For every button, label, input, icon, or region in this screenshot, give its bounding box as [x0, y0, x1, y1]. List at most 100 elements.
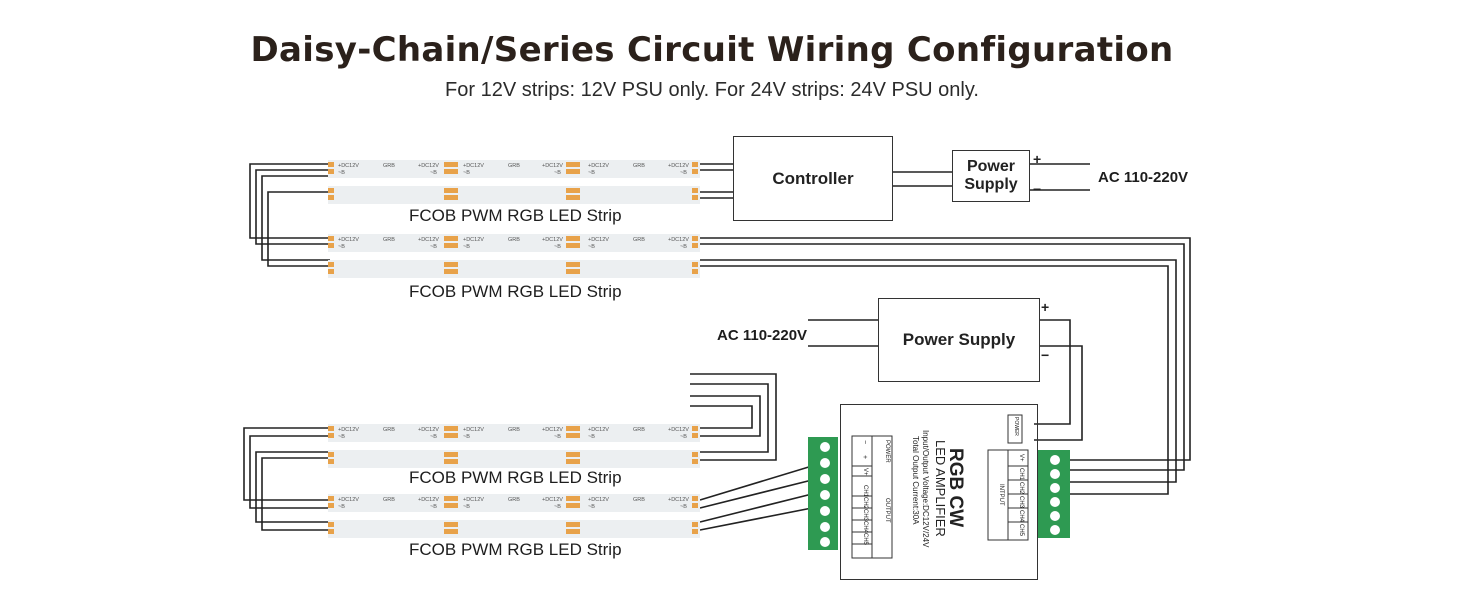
power-supply-top: Power Supply [952, 150, 1030, 202]
psu-top-plus: + [1033, 151, 1042, 167]
svg-text:+DC12V: +DC12V [542, 163, 563, 169]
input-cell-v: V+ [1018, 454, 1024, 462]
output-header: OUTPUT [884, 498, 890, 523]
rgb-cw-amplifier [840, 404, 1038, 580]
input-cell-ch5: CH5 [1018, 524, 1024, 537]
svg-text:~B: ~B [463, 504, 470, 510]
svg-text:+DC12V: +DC12V [338, 237, 359, 243]
svg-text:~B: ~B [463, 434, 470, 440]
input-cell-ch3: CH3 [1018, 496, 1024, 509]
strip-label-2: FCOB PWM RGB LED Strip [409, 282, 622, 301]
svg-text:~B: ~B [430, 244, 437, 250]
diagram-subtitle: For 12V strips: 12V PSU only. For 24V st… [445, 79, 979, 101]
svg-text:~B: ~B [463, 244, 470, 250]
svg-text:+DC12V: +DC12V [338, 427, 359, 433]
power-supply-bottom-label: Power Supply [902, 330, 1016, 349]
svg-text:~B: ~B [554, 170, 561, 176]
svg-text:+DC12V: +DC12V [668, 163, 689, 169]
psu-top-minus: − [1033, 181, 1042, 197]
power-badge: POWER [1013, 417, 1019, 436]
svg-text:~B: ~B [680, 170, 687, 176]
output-terminal-block [808, 437, 838, 550]
svg-text:~B: ~B [430, 434, 437, 440]
svg-text:+DC12V: +DC12V [463, 497, 484, 503]
output-cell-ch1: CH1 [862, 485, 868, 498]
output-cell-ch5: CH5 [862, 533, 868, 546]
output-cell-v: V+ [862, 468, 868, 476]
svg-text:+DC12V: +DC12V [338, 163, 359, 169]
amplifier-spec-current: Total Output Current:30A [911, 436, 920, 525]
svg-text:GRB: GRB [383, 237, 395, 243]
svg-text:~B: ~B [588, 244, 595, 250]
strip-label-4: FCOB PWM RGB LED Strip [409, 540, 622, 559]
svg-text:GRB: GRB [508, 427, 520, 433]
svg-text:GRB: GRB [383, 497, 395, 503]
svg-text:~B: ~B [463, 170, 470, 176]
svg-text:~B: ~B [554, 434, 561, 440]
input-terminal-block [1038, 450, 1070, 538]
controller-label: Controller [772, 168, 854, 188]
svg-text:GRB: GRB [633, 427, 645, 433]
svg-text:~B: ~B [680, 434, 687, 440]
power-supply-top-label: Power Supply [964, 158, 1018, 193]
svg-text:GRB: GRB [508, 237, 520, 243]
svg-text:+DC12V: +DC12V [588, 497, 609, 503]
svg-text:+DC12V: +DC12V [463, 237, 484, 243]
svg-text:GRB: GRB [633, 497, 645, 503]
svg-text:+DC12V: +DC12V [463, 163, 484, 169]
svg-text:~B: ~B [338, 434, 345, 440]
svg-text:~B: ~B [430, 504, 437, 510]
svg-text:~B: ~B [554, 504, 561, 510]
svg-text:GRB: GRB [383, 163, 395, 169]
svg-text:+DC12V: +DC12V [463, 427, 484, 433]
svg-text:~B: ~B [588, 170, 595, 176]
svg-text:~B: ~B [338, 170, 345, 176]
svg-text:~B: ~B [338, 244, 345, 250]
power-header: POWER [884, 440, 890, 463]
amplifier-spec-voltage: Input/Output Voltage:DC12V/24V [921, 430, 930, 548]
svg-text:GRB: GRB [508, 163, 520, 169]
svg-text:+DC12V: +DC12V [418, 497, 439, 503]
svg-text:~B: ~B [680, 244, 687, 250]
svg-text:~B: ~B [588, 434, 595, 440]
input-cell-ch4: CH4 [1018, 510, 1024, 523]
svg-text:~B: ~B [430, 170, 437, 176]
svg-text:+DC12V: +DC12V [668, 237, 689, 243]
svg-text:GRB: GRB [383, 427, 395, 433]
svg-text:GRB: GRB [508, 497, 520, 503]
svg-text:+DC12V: +DC12V [418, 427, 439, 433]
input-cell-ch2: CH2 [1018, 482, 1024, 495]
output-cell-ch2: CH2 [862, 497, 868, 510]
output-power-plus: + [861, 455, 868, 460]
strip-graphics: +DC12V~B GRB +DC12V~B +DC12V~B GRB +DC12… [328, 160, 700, 538]
svg-text:+DC12V: +DC12V [542, 427, 563, 433]
diagram-title: Daisy-Chain/Series Circuit Wiring Config… [250, 30, 1174, 70]
input-cell-ch1: CH1 [1018, 468, 1024, 481]
output-cell-ch4: CH4 [862, 521, 868, 534]
power-supply-bottom: Power Supply [878, 298, 1040, 382]
svg-text:+DC12V: +DC12V [588, 427, 609, 433]
svg-text:+DC12V: +DC12V [588, 163, 609, 169]
psu-bottom-plus: + [1041, 299, 1050, 315]
svg-text:+DC12V: +DC12V [338, 497, 359, 503]
amplifier-subtitle: LED AMPLIFIER [933, 440, 948, 537]
ac-input-top: AC 110-220V [1098, 169, 1189, 186]
psu-bottom-minus: − [1041, 347, 1050, 363]
svg-text:GRB: GRB [633, 163, 645, 169]
strip-label-1: FCOB PWM RGB LED Strip [409, 206, 622, 225]
strip-label-3: FCOB PWM RGB LED Strip [409, 468, 622, 487]
svg-text:+DC12V: +DC12V [668, 427, 689, 433]
output-cell-ch3: CH3 [862, 509, 868, 522]
svg-text:+DC12V: +DC12V [418, 237, 439, 243]
svg-text:+DC12V: +DC12V [588, 237, 609, 243]
svg-text:~B: ~B [338, 504, 345, 510]
svg-text:+DC12V: +DC12V [542, 497, 563, 503]
svg-text:+DC12V: +DC12V [418, 163, 439, 169]
controller-box: Controller [733, 136, 893, 221]
svg-text:+DC12V: +DC12V [668, 497, 689, 503]
output-power-minus: − [861, 440, 868, 445]
svg-text:~B: ~B [554, 244, 561, 250]
svg-text:GRB: GRB [633, 237, 645, 243]
svg-text:~B: ~B [680, 504, 687, 510]
